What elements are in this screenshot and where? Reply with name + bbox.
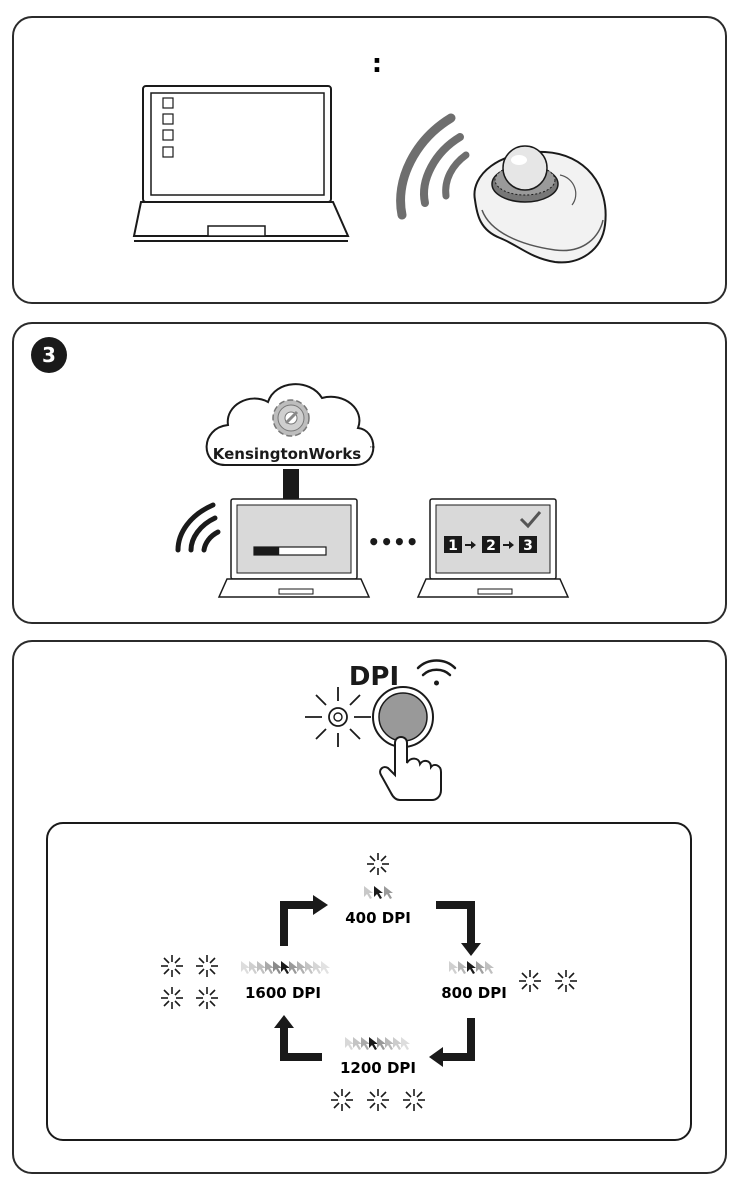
pairing-panel xyxy=(12,16,727,304)
laptop-icon xyxy=(132,85,350,242)
dpi-1200-label: 1200 DPI xyxy=(340,1059,416,1077)
dpi-settings-panel xyxy=(12,640,727,1174)
cycle-arrows xyxy=(280,901,475,1061)
checkmark-icon xyxy=(519,511,542,529)
dpi-cycle-box xyxy=(46,822,692,1141)
step-1-box: 1 xyxy=(444,536,462,554)
arrow-right-icon xyxy=(465,541,476,549)
svg-text:3: 3 xyxy=(523,538,533,554)
svg-text:3: 3 xyxy=(42,343,56,367)
step-2-box: 2 xyxy=(482,536,500,554)
svg-text:1: 1 xyxy=(448,538,458,554)
hand-pointer-icon xyxy=(379,736,442,801)
dpi-800-group: 800 DPI xyxy=(441,961,578,1002)
dpi-800-label: 800 DPI xyxy=(441,984,507,1002)
led-light-icon xyxy=(305,687,371,747)
ellipsis: •••• xyxy=(367,530,418,554)
trademark-symbol: ™ xyxy=(369,445,376,453)
step-number-badge: 3 xyxy=(31,337,67,373)
step-3-box: 3 xyxy=(519,536,537,554)
software-name: KensingtonWorks xyxy=(213,445,362,463)
laptop-installing xyxy=(218,498,370,598)
gear-icon xyxy=(272,399,310,437)
install-progress-bar xyxy=(253,546,327,556)
trackball-mouse-icon xyxy=(473,145,607,264)
dpi-button-label: DPI xyxy=(349,662,399,692)
continue-dots: : xyxy=(372,49,382,79)
dpi-1600-label: 1600 DPI xyxy=(245,984,321,1002)
laptop-configured: 1 2 3 xyxy=(417,498,569,598)
wifi-icon xyxy=(416,659,457,686)
software-install-panel xyxy=(12,322,727,624)
wireless-signal-icon xyxy=(175,502,221,553)
dpi-1600-group: 1600 DPI xyxy=(160,954,330,1010)
arrowheads xyxy=(274,895,481,1067)
dpi-400-label: 400 DPI xyxy=(345,909,411,927)
dpi-button xyxy=(372,686,434,748)
wireless-signal-icon xyxy=(396,113,470,220)
dpi-1200-group: 1200 DPI xyxy=(330,1037,426,1112)
svg-text:2: 2 xyxy=(486,538,496,554)
arrow-right-icon xyxy=(503,541,514,549)
dpi-400-group: 400 DPI xyxy=(345,852,411,927)
